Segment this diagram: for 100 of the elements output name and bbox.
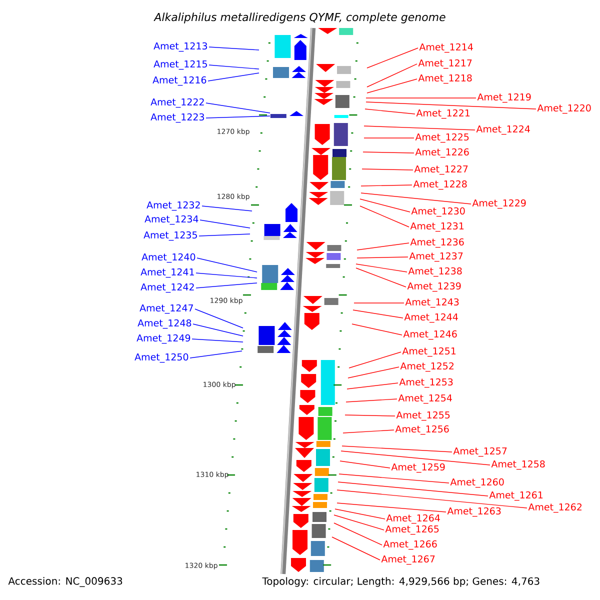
gene-label: Amet_1232 — [146, 201, 200, 211]
leader-line — [360, 184, 412, 186]
gene-label: Amet_1220 — [537, 104, 591, 114]
leader-line — [348, 366, 400, 378]
gene-label: Amet_1228 — [413, 180, 467, 190]
gene-label: Amet_1255 — [396, 411, 450, 421]
gene-label: Amet_1261 — [489, 491, 543, 501]
leader-line — [352, 310, 404, 318]
gene-label: Amet_1219 — [477, 93, 531, 103]
gene-label: Amet_1265 — [385, 525, 439, 535]
leader-line — [346, 382, 398, 390]
gene-label: Amet_1253 — [399, 378, 453, 388]
gene-label: Amet_1231 — [410, 222, 464, 232]
leader-line — [194, 308, 244, 328]
gene-label: Amet_1242 — [140, 283, 194, 293]
leader-line — [366, 64, 418, 88]
gene-label: Amet_1216 — [152, 76, 206, 86]
leader-line — [366, 48, 418, 68]
gene-label: Amet_1214 — [419, 43, 473, 53]
leader-line — [344, 414, 396, 416]
gene-label: Amet_1248 — [138, 319, 192, 329]
gene-label: Amet_1222 — [150, 98, 204, 108]
leader-line — [202, 206, 252, 212]
leader-line — [340, 450, 490, 466]
info-text: Accession: NC_009633 — [8, 577, 122, 587]
gene-label: Amet_1227 — [414, 165, 468, 175]
gene-label: Amet_1266 — [383, 540, 437, 550]
gene-label: Amet_1244 — [404, 313, 458, 323]
gene-label: Amet_1229 — [472, 199, 526, 209]
gene-label: Amet_1258 — [491, 460, 545, 470]
gene-label: Amet_1238 — [408, 267, 462, 277]
gene-label: Amet_1215 — [154, 60, 207, 70]
leader-line — [342, 430, 394, 434]
leader-line — [352, 324, 402, 336]
leader-line — [196, 272, 258, 278]
gene-label: Amet_1259 — [391, 463, 445, 473]
leader-line — [196, 282, 258, 288]
gene-label: Amet_1223 — [150, 113, 204, 123]
gene-label: Amet_1225 — [415, 133, 469, 143]
gene-label: Amet_1264 — [386, 514, 440, 524]
leader-line — [208, 64, 260, 70]
leader-line — [334, 508, 386, 520]
gene-label: Amet_1243 — [405, 298, 459, 308]
gene-label: Amet_1260 — [450, 478, 504, 488]
leader-line — [340, 460, 390, 468]
gene-label: Amet_1252 — [400, 362, 454, 372]
gene-label: Amet_1224 — [476, 125, 530, 135]
gene-label: Amet_1250 — [134, 353, 188, 363]
leader-line — [338, 474, 450, 484]
gene-label: Amet_1256 — [395, 425, 449, 435]
leader-line — [198, 234, 250, 236]
gene-label: Amet_1249 — [136, 334, 190, 344]
leader-line — [356, 242, 410, 250]
leader-line — [346, 398, 398, 402]
gene-label: Amet_1247 — [140, 304, 193, 314]
info-text: Topology: circular; Length: 4,929,566 bp; Genes: 4,763 — [262, 577, 540, 587]
gene-label: Amet_1230 — [411, 207, 465, 217]
gene-label: Amet_1246 — [403, 330, 457, 340]
leader-line — [366, 78, 418, 94]
title: Alkaliphilus metalliredigens QYMF, complete genome — [154, 12, 446, 24]
leader-line — [356, 268, 406, 288]
leader-line — [334, 522, 382, 546]
leader-line — [338, 482, 488, 496]
gene-label: Amet_1240 — [142, 253, 196, 263]
gene-label: Amet_1262 — [528, 503, 582, 513]
gene-label: Amet_1235 — [144, 231, 197, 241]
leader-line — [364, 126, 476, 130]
gene-label: Amet_1241 — [140, 268, 194, 278]
gene-label: Amet_1263 — [447, 507, 501, 517]
leader-line — [366, 102, 536, 110]
leader-line — [196, 258, 258, 272]
gene-label: Amet_1251 — [402, 347, 456, 357]
leader-line — [360, 198, 410, 212]
leader-line — [354, 302, 404, 304]
leader-line — [192, 324, 244, 336]
gene-label: Amet_1226 — [415, 148, 469, 158]
gene-label: Amet_1236 — [410, 238, 464, 248]
leader-line — [334, 514, 384, 530]
gene-label: Amet_1254 — [398, 394, 452, 404]
leader-line — [362, 168, 414, 170]
leader-line — [208, 46, 260, 50]
leader-line — [356, 264, 408, 272]
leader-line — [190, 350, 242, 358]
leader-line — [360, 192, 472, 204]
gene-label: Amet_1217 — [418, 59, 472, 69]
leader-line — [364, 108, 416, 114]
gene-label: Amet_1213 — [154, 42, 208, 52]
leader-line — [362, 152, 414, 154]
leader-line — [336, 490, 528, 508]
leader-line — [360, 206, 410, 228]
gene-label: Amet_1267 — [381, 555, 435, 565]
gene-label: Amet_1218 — [418, 74, 472, 84]
gene-label: Amet_1237 — [409, 252, 463, 262]
leader-line — [192, 338, 244, 342]
leader-line — [200, 220, 250, 228]
leader-line — [356, 256, 408, 258]
gene-label: Amet_1234 — [144, 215, 198, 225]
gene-label: Amet_1221 — [416, 109, 470, 119]
gene-label: Amet_1257 — [453, 447, 507, 457]
leader-line — [336, 502, 446, 512]
